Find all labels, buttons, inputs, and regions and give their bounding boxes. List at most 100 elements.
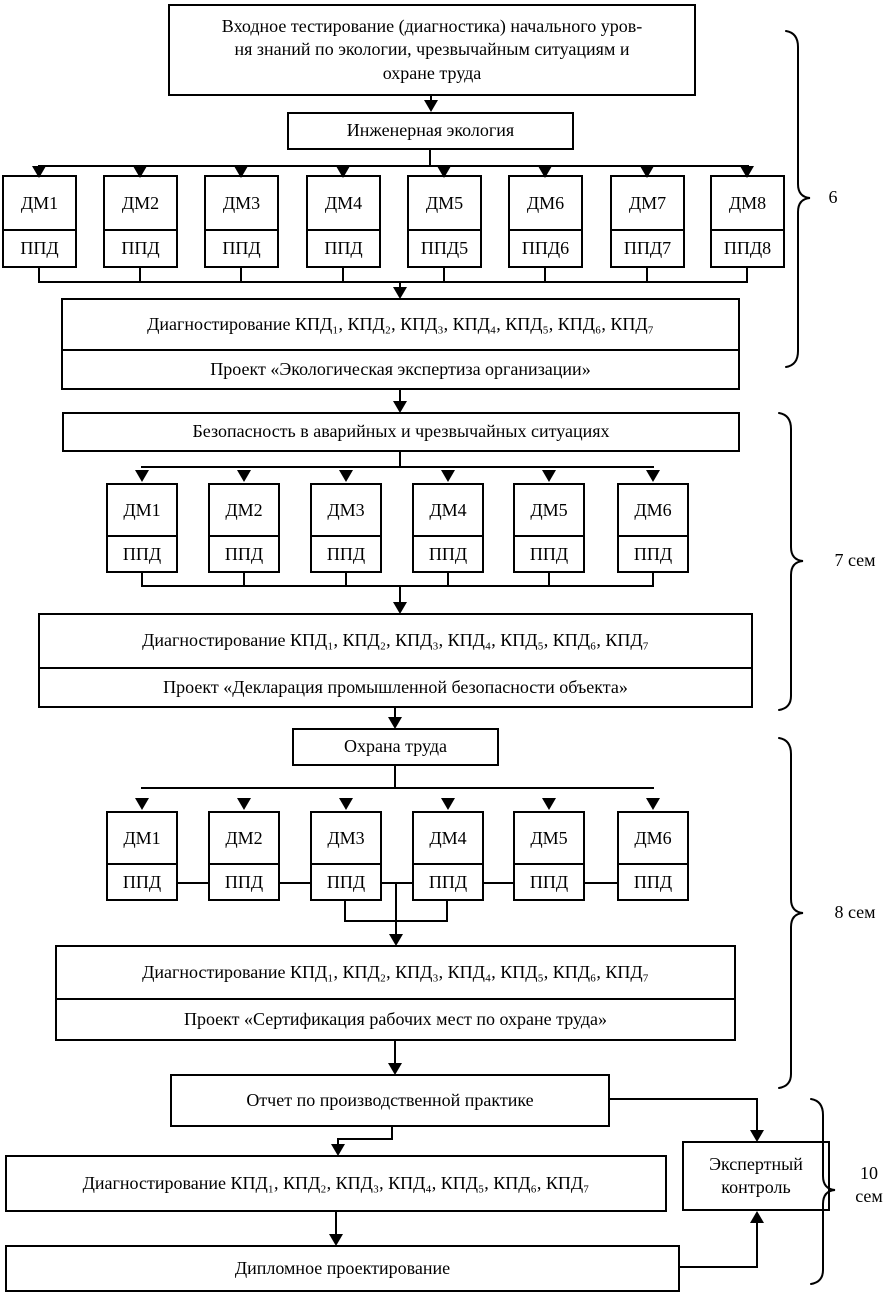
connector-line <box>585 882 617 884</box>
module-dm-label: ДМ5 <box>515 813 583 866</box>
connector-line <box>610 1098 758 1100</box>
connector-line <box>430 96 432 102</box>
module-ppd-label: ППД <box>633 871 673 892</box>
connector-line <box>756 1098 758 1132</box>
connector-line <box>38 165 749 167</box>
connector-line <box>746 268 748 283</box>
arrow-down-icon <box>750 1130 764 1142</box>
connector-line <box>280 882 310 884</box>
semester-label: 8 сем <box>834 902 876 922</box>
module-ppd-label: ППД <box>529 543 569 564</box>
arrow-down-icon <box>640 166 654 178</box>
connector-line <box>240 268 242 283</box>
semester-brace <box>778 737 804 1089</box>
project-label: Проект «Декларация промышленной безопасн… <box>163 676 628 697</box>
semester-brace <box>778 412 804 711</box>
module-ppd-label: ППД <box>529 871 569 892</box>
connector-line <box>337 1138 393 1140</box>
connector-line <box>399 585 401 604</box>
module-dm-label: ДМ8 <box>712 177 783 232</box>
module-dm-label: ДМ6 <box>619 813 687 866</box>
module-dm-label: ДМ2 <box>210 813 278 866</box>
module-ppd-label: ППД <box>122 871 162 892</box>
connector-line <box>395 882 397 936</box>
module-box: ДМ2 ППД <box>208 483 280 573</box>
module-ppd-label: ППД <box>326 871 366 892</box>
module-ppd-label: ППД8 <box>723 238 772 258</box>
module-ppd-label: ППД6 <box>521 238 570 258</box>
connector-line <box>38 281 748 283</box>
module-dm-label: ДМ5 <box>515 485 583 538</box>
entry-test-box: Входное тестирование (диагностика) начал… <box>168 4 696 96</box>
expert-control-box: Экспертный контроль <box>682 1141 830 1211</box>
module-ppd-label: ППД <box>326 543 366 564</box>
connector-line <box>399 281 401 289</box>
module-ppd-label: ППД <box>20 238 59 258</box>
arrow-down-icon <box>646 798 660 810</box>
arrow-down-icon <box>389 934 403 946</box>
connector-line <box>141 585 654 587</box>
connector-line <box>399 390 401 403</box>
semester-label: 10 сем <box>855 1163 883 1207</box>
connector-line <box>544 268 546 283</box>
arrow-up-icon <box>750 1211 764 1223</box>
connector-line <box>391 1127 393 1140</box>
arrow-down-icon <box>393 401 407 413</box>
module-ppd-label: ППД <box>122 543 162 564</box>
connector-line <box>399 452 401 468</box>
connector-line <box>141 787 654 789</box>
module-ppd-label: ППД7 <box>623 238 672 258</box>
course-box-emergency-safety: Безопасность в аварийных и чрезвычайных … <box>62 412 740 452</box>
connector-line <box>337 1138 339 1146</box>
project-label: Проект «Экологическая экспертиза организ… <box>210 358 591 379</box>
connector-line <box>548 573 550 587</box>
module-ppd-label: ППД <box>224 543 264 564</box>
semester-label: 7 сем <box>834 550 876 570</box>
arrow-down-icon <box>32 166 46 178</box>
arrow-down-icon <box>542 470 556 482</box>
diagnostics-label: Диагностирование КПД₁, КПД₂, КПД₃, КПД₄,… <box>63 300 738 351</box>
module-dm-label: ДМ4 <box>308 177 379 232</box>
module-dm-label: ДМ4 <box>414 813 482 866</box>
arrow-down-icon <box>424 100 438 112</box>
connector-line <box>652 573 654 587</box>
connector-line <box>429 150 431 167</box>
arrow-down-icon <box>542 798 556 810</box>
module-dm-label: ДМ5 <box>409 177 480 232</box>
connector-line <box>382 882 412 884</box>
module-dm-label: ДМ6 <box>510 177 581 232</box>
module-box: ДМ7 ППД7 <box>610 175 685 268</box>
diagnostics-project-box: Диагностирование КПД₁, КПД₂, КПД₃, КПД₄,… <box>38 613 753 708</box>
connector-line <box>394 1041 396 1065</box>
arrow-down-icon <box>133 166 147 178</box>
arrow-down-icon <box>393 602 407 614</box>
module-box: ДМ1 ППД <box>106 811 178 901</box>
module-ppd-label: ППД <box>428 543 468 564</box>
module-ppd-label: ППД <box>428 871 468 892</box>
module-dm-label: ДМ1 <box>108 813 176 866</box>
module-dm-label: ДМ1 <box>4 177 75 232</box>
diagnostics-label: Диагностирование КПД₁, КПД₂, КПД₃, КПД₄,… <box>57 947 734 1000</box>
module-box: ДМ2 ППД <box>208 811 280 901</box>
module-box: ДМ5 ППД5 <box>407 175 482 268</box>
module-dm-label: ДМ4 <box>414 485 482 538</box>
module-box: ДМ5 ППД <box>513 811 585 901</box>
arrow-down-icon <box>339 470 353 482</box>
module-ppd-label: ППД <box>224 871 264 892</box>
module-box: ДМ3 ППД <box>310 483 382 573</box>
connector-line <box>446 901 448 922</box>
module-box: ДМ3 ППД <box>204 175 279 268</box>
module-dm-label: ДМ7 <box>612 177 683 232</box>
arrow-down-icon <box>336 166 350 178</box>
arrow-down-icon <box>441 798 455 810</box>
module-ppd-label: ППД <box>121 238 160 258</box>
arrow-down-icon <box>237 470 251 482</box>
arrow-down-icon <box>339 798 353 810</box>
arrow-down-icon <box>234 166 248 178</box>
module-box: ДМ4 ППД <box>412 483 484 573</box>
connector-line <box>141 466 654 468</box>
module-dm-label: ДМ3 <box>312 813 380 866</box>
diploma-design-box: Дипломное проектирование <box>5 1245 680 1292</box>
connector-line <box>139 268 141 283</box>
